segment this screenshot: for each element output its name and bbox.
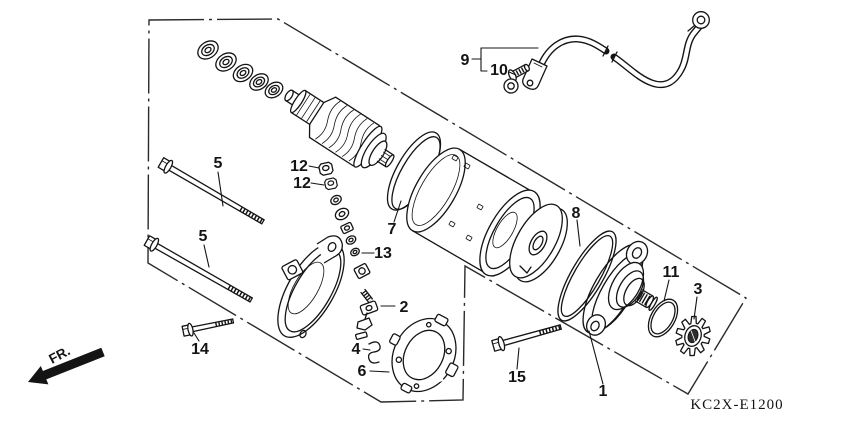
leader-15	[516, 347, 520, 370]
brush-plate	[389, 313, 459, 394]
end-cover	[582, 240, 658, 336]
brush-terminal	[355, 288, 379, 340]
fr-direction: FR.	[28, 343, 105, 385]
starter-cable	[503, 11, 710, 94]
leader-11	[663, 279, 670, 302]
callout-1: 1	[599, 383, 608, 400]
callout-10: 10	[490, 62, 508, 79]
callout-13: 13	[374, 245, 392, 262]
leader-6	[369, 370, 390, 373]
leader-1	[588, 330, 604, 385]
leader-10	[508, 71, 517, 76]
callout-12-lower: 12	[293, 175, 311, 192]
callout-11: 11	[663, 264, 680, 281]
washer-stack-small	[330, 194, 360, 257]
leader-12b	[310, 182, 325, 186]
callout-3: 3	[694, 281, 703, 298]
callout-12-upper: 12	[290, 158, 308, 175]
insulator-disc	[509, 203, 568, 283]
through-bolt-lower	[143, 235, 253, 303]
fr-arrow-icon	[28, 347, 105, 385]
leader-8	[576, 219, 581, 247]
washer-stack	[197, 40, 284, 99]
diagram-frame	[147, 18, 747, 403]
leader-3	[693, 296, 698, 320]
leader-5a	[217, 171, 224, 207]
armature	[284, 89, 395, 169]
cable-break-mark	[611, 51, 618, 63]
callout-5-upper: 5	[214, 155, 223, 172]
end-cap	[277, 235, 345, 339]
o-ring	[647, 298, 679, 338]
square-nut	[353, 262, 371, 280]
cable-break-mark	[602, 45, 609, 57]
terminal-nuts	[318, 161, 338, 191]
sprocket	[675, 315, 711, 357]
callout-5-lower: 5	[199, 228, 208, 245]
leader-4	[362, 348, 371, 351]
callout-9: 9	[461, 52, 470, 69]
callout-7: 7	[388, 221, 397, 238]
callout-4: 4	[352, 341, 361, 358]
callout-labels: 5 5 14 12 12 13 7 2 4 6 8 11 3 1 15 9 10	[191, 52, 702, 400]
part-code: KC2X-E1200	[690, 397, 783, 413]
end-cap-ear	[316, 235, 343, 264]
leader-9-bracket	[471, 47, 539, 72]
leader-7	[393, 200, 402, 223]
leader-14	[193, 332, 200, 342]
callout-8: 8	[572, 205, 581, 222]
seal-ring	[557, 230, 617, 322]
leader-lines	[193, 47, 698, 385]
callout-6: 6	[358, 363, 367, 380]
brush-spring	[367, 341, 381, 364]
leader-12a	[308, 165, 320, 169]
terminal-grommet	[503, 78, 519, 94]
end-cap-boss	[281, 259, 304, 281]
leader-5b	[203, 244, 210, 268]
ring-terminal	[687, 11, 710, 32]
output-shaft	[634, 288, 658, 311]
callout-15: 15	[508, 369, 526, 386]
flange-bolt-14	[181, 318, 235, 337]
motor-case	[406, 147, 541, 277]
flange-bolt-15	[491, 324, 562, 352]
callout-2: 2	[400, 299, 409, 316]
callout-14: 14	[191, 341, 209, 358]
through-bolt-upper	[157, 157, 265, 225]
